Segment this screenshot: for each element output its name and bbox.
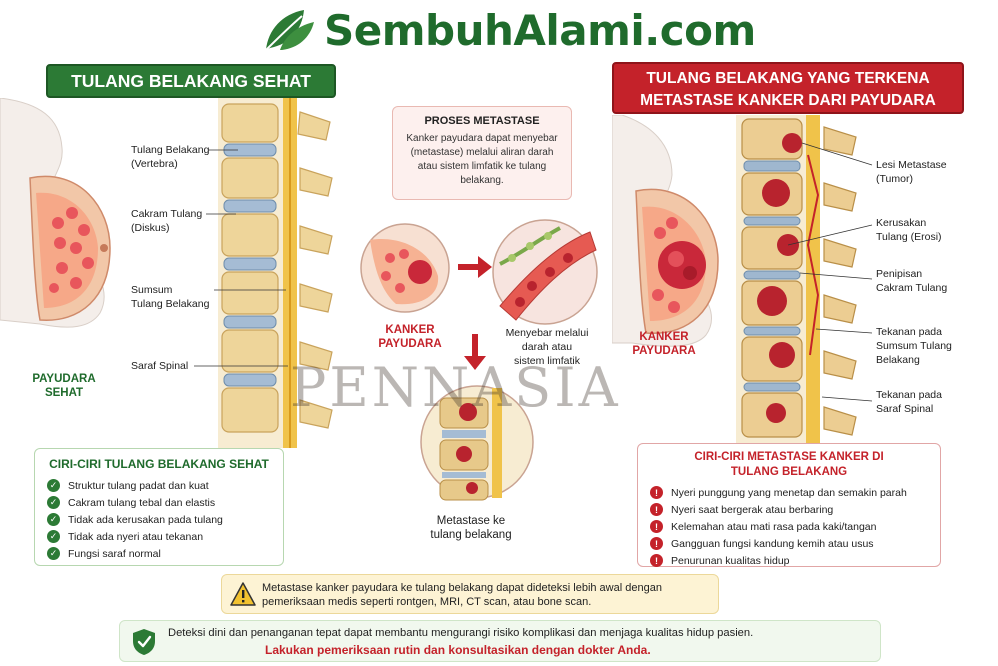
healthy-card-title: CIRI-CIRI TULANG BELAKANG SEHAT <box>49 457 269 471</box>
list-item: !Nyeri punggung yang menetap dan semakin… <box>650 484 940 501</box>
alert-icon: ! <box>650 486 663 499</box>
metastasis-title: TULANG BELAKANG YANG TERKENA METASTASE K… <box>612 62 964 114</box>
diseased-spine <box>736 115 857 445</box>
check-icon: ✓ <box>47 479 60 492</box>
brand-name: SembuhAlami.com <box>324 5 756 55</box>
metastasis-illustration <box>612 115 873 445</box>
blood-vessel-circle <box>492 219 598 325</box>
check-icon: ✓ <box>47 496 60 509</box>
spine-metastasis-circle <box>420 385 534 501</box>
list-item: !Gangguan fungsi kandung kemih atau usus <box>650 535 940 552</box>
healthy-title: TULANG BELAKANG SEHAT <box>46 64 336 98</box>
label-spinal-nerve: Saraf Spinal <box>131 360 189 372</box>
label-lesion: Lesi Metastase(Tumor) <box>876 159 947 185</box>
label-vertebra: Tulang Belakang(Vertebra) <box>131 144 210 170</box>
watermark: PENNASIA <box>290 356 621 419</box>
healthy-characteristics-card: CIRI-CIRI TULANG BELAKANG SEHAT ✓Struktu… <box>34 448 284 566</box>
footer-note: Deteksi dini dan penanganan tepat dapat … <box>119 620 881 662</box>
shield-icon <box>133 629 155 655</box>
alert-icon: ! <box>650 503 663 516</box>
healthy-spine <box>218 98 333 448</box>
detection-warning: Metastase kanker payudara ke tulang bela… <box>221 574 719 614</box>
leaf-icon <box>263 10 314 53</box>
check-icon: ✓ <box>47 513 60 526</box>
list-item: !Penurunan kualitas hidup <box>650 552 940 569</box>
list-item: ✓Tidak ada kerusakan pada tulang <box>47 511 283 528</box>
list-item: ✓Struktur tulang padat dan kuat <box>47 477 283 494</box>
list-item: ✓Cakram tulang tebal dan elastis <box>47 494 283 511</box>
healthy-illustration <box>0 98 333 448</box>
metastasis-title-line1: TULANG BELAKANG YANG TERKENA <box>646 70 930 87</box>
check-icon: ✓ <box>47 547 60 560</box>
alert-icon: ! <box>650 537 663 550</box>
cancer-breast-circle <box>360 223 450 313</box>
arrow-right-icon <box>458 256 492 278</box>
label-disc: Cakram Tulang(Diskus) <box>131 208 203 234</box>
list-item: !Nyeri saat bergerak atau berbaring <box>650 501 940 518</box>
arrow-down-icon <box>464 334 486 370</box>
list-item: !Kelemahan atau mati rasa pada kaki/tang… <box>650 518 940 535</box>
process-text: Kanker payudara dapat menyebar (metastas… <box>406 133 558 186</box>
warning-icon <box>230 582 256 606</box>
alert-icon: ! <box>650 520 663 533</box>
footer-line2: Lakukan pemeriksaan rutin dan konsultasi… <box>265 643 651 657</box>
process-title: PROSES METASTASE <box>424 115 540 127</box>
metastasis-title-line2: METASTASE KANKER DARI PAYUDARA <box>640 92 936 109</box>
metastasis-process-box: PROSES METASTASE Kanker payudara dapat m… <box>392 106 572 200</box>
footer-line1: Deteksi dini dan penanganan tepat dapat … <box>168 627 754 639</box>
alert-icon: ! <box>650 554 663 567</box>
list-item: ✓Fungsi saraf normal <box>47 545 283 562</box>
brand-logo: SembuhAlami.com <box>258 4 778 56</box>
warning-text: Metastase kanker payudara ke tulang bela… <box>262 582 662 608</box>
list-item: ✓Tidak ada nyeri atau tekanan <box>47 528 283 545</box>
check-icon: ✓ <box>47 530 60 543</box>
process-illustration <box>360 219 598 501</box>
